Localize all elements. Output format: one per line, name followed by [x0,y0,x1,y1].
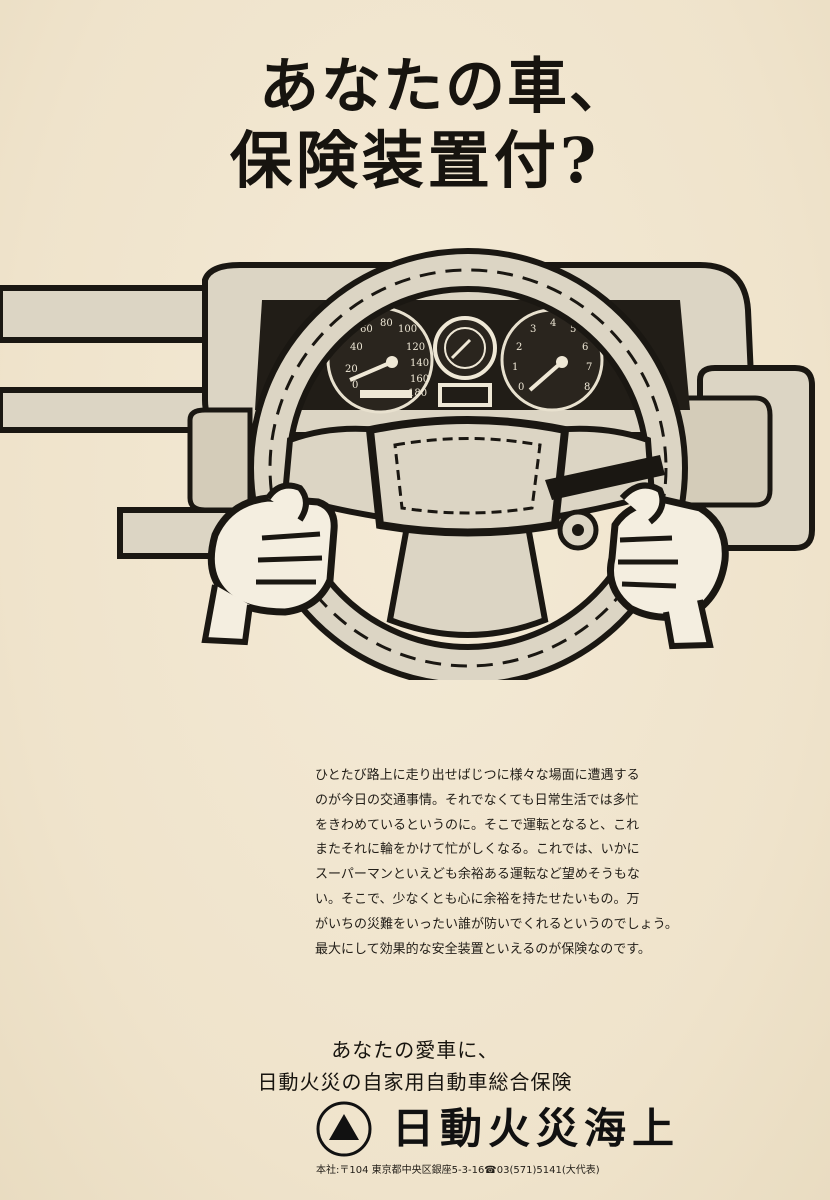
speed-tick: 100 [398,324,417,335]
headline-line-2: 保険装置付? [229,124,601,197]
headline-line-1: あなたの車、 [259,52,631,122]
speed-tick: 80 [380,318,393,329]
body-copy-line: がいちの災難をいったい誰が防いでくれるというのでしょう。 [315,916,678,932]
steering-wheel-illustration: 20 40 60 80 100 120 140 160 180 0 0 1 2 … [0,248,815,680]
tacho-tick: 5 [570,324,576,335]
left-hand [201,482,338,646]
tacho-tick: 4 [550,318,556,329]
speed-tick: 160 [410,374,429,385]
body-copy: ひとたび路上に走り出せばじつに様々な場面に遭遇する のが今日の交通事情。それでな… [315,764,678,962]
tacho-tick: 6 [582,342,588,353]
body-copy-line: またそれに輪をかけて忙がしくなる。これでは、いかに [315,842,640,858]
tacho-tick: 2 [516,342,522,353]
center-gauge [433,316,497,407]
tachometer-gauge: 0 1 2 3 4 5 6 7 8 [500,308,604,412]
speed-tick: 20 [345,364,358,375]
tacho-tick: 7 [586,362,592,373]
company-logo-icon [316,1101,372,1157]
body-copy-line: スーパーマンといえども余裕ある運転など望めそうもな [315,867,640,883]
tagline-line-1: あなたの愛車に、 [331,1038,499,1062]
speed-tick: 60 [360,324,373,335]
tacho-tick: 1 [512,362,518,373]
company-name: 日動火災海上 [392,1104,681,1153]
speed-tick: 0 [352,380,358,391]
head-office-address: 本社:〒104 東京都中央区銀座5-3-16☎03(571)5141(大代表) [316,1165,600,1176]
body-copy-line: のが今日の交通事情。それでなくても日常生活では多忙 [315,792,639,808]
tacho-tick: 8 [584,382,590,393]
body-copy-line: い。そこで、少なくとも心に余裕を持たせたいもの。万 [315,891,640,907]
right-hand [607,482,729,650]
tagline-line-2: 日動火災の自家用自動車総合保険 [257,1070,573,1094]
body-copy-line: をきわめているというのに。そこで運転となると、これ [315,817,640,833]
speed-tick: 140 [410,358,429,369]
speed-tick: 120 [406,342,425,353]
tacho-tick: 0 [518,382,524,393]
speed-tick: 180 [408,388,427,399]
body-copy-line: 最大にして効果的な安全装置といえるのが保険なのです。 [315,941,651,957]
body-copy-line: ひとたび路上に走り出せばじつに様々な場面に遭遇する [315,768,640,783]
speed-tick: 40 [350,342,363,353]
tacho-tick: 3 [530,324,536,335]
